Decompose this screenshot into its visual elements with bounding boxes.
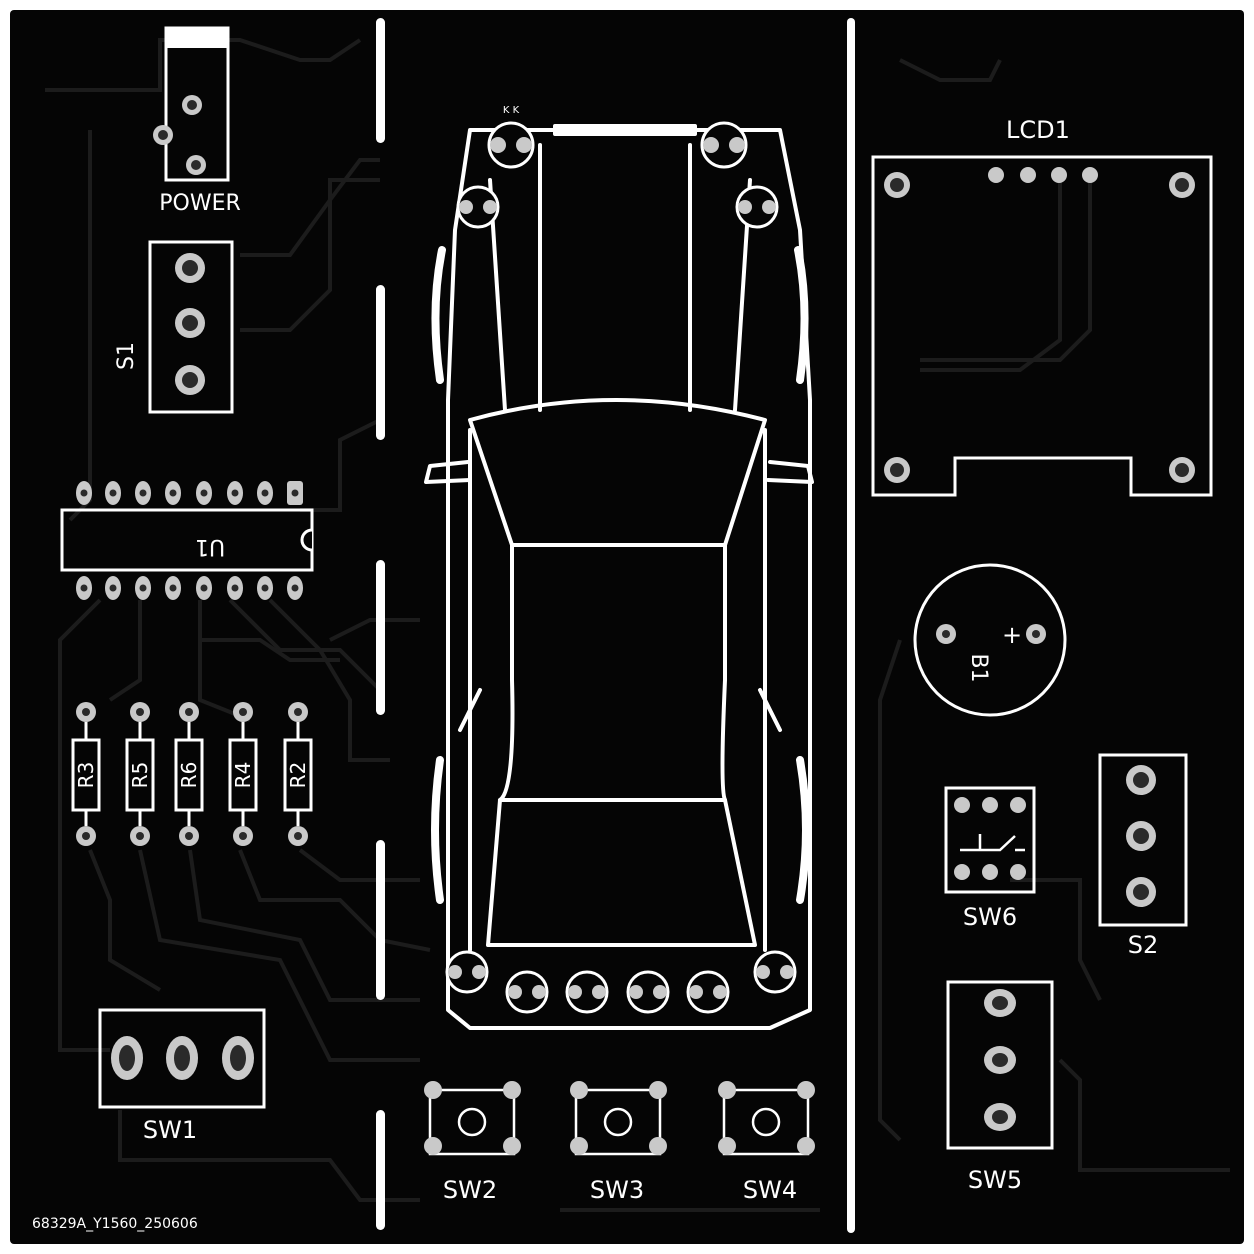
led-rear-6	[753, 950, 797, 994]
lane-markings	[376, 18, 855, 1233]
sw6-switch: SW6	[944, 786, 1036, 931]
led-rear-2	[505, 970, 549, 1014]
pcb-substrate	[10, 10, 1244, 1244]
u1-chip: U1	[60, 481, 314, 600]
led-rear-1	[445, 950, 489, 994]
sw2-button: SW2	[424, 1081, 521, 1204]
sw1-switch: SW1	[98, 1008, 266, 1144]
sw2-label: SW2	[443, 1176, 497, 1204]
b1-buzzer: + B1	[913, 563, 1067, 717]
resistor-r5: R5	[125, 702, 155, 846]
s2-label: S2	[1128, 931, 1159, 959]
led-rear-5	[686, 970, 730, 1014]
r3-label: R3	[74, 762, 98, 789]
r5-label: R5	[128, 762, 152, 789]
s1-label: S1	[114, 342, 139, 370]
b1-plus: +	[1002, 621, 1022, 649]
board-code: 68329A_Y1560_250606	[32, 1216, 198, 1232]
resistor-r3: R3	[71, 702, 101, 846]
power-connector: POWER	[153, 26, 241, 216]
led-front-right	[700, 121, 748, 169]
resistor-r2: R2	[283, 702, 313, 846]
r2-label: R2	[286, 762, 310, 789]
sw3-label: SW3	[590, 1176, 644, 1204]
led-rear-4	[626, 970, 670, 1014]
b1-label: B1	[966, 653, 991, 682]
led-rear-3	[565, 970, 609, 1014]
svg-text:K K: K K	[503, 105, 520, 116]
sw5-label: SW5	[968, 1166, 1022, 1194]
resistor-r4: R4	[228, 702, 258, 846]
sw5-switch: SW5	[946, 980, 1054, 1194]
s2-switch: S2	[1098, 753, 1188, 959]
led-front-left-inner	[456, 185, 500, 229]
car-leds: K K	[445, 105, 797, 1014]
r4-label: R4	[231, 762, 255, 789]
resistors: R3 R5 R6 R4	[71, 702, 313, 846]
sw4-label: SW4	[743, 1176, 797, 1204]
power-label: POWER	[159, 191, 241, 216]
r6-label: R6	[177, 762, 201, 789]
car-outline	[424, 124, 814, 1030]
s1-switch: S1	[114, 240, 234, 414]
lcd1-module: LCD1	[871, 116, 1213, 497]
lcd1-label: LCD1	[1006, 116, 1070, 144]
led-front-right-inner	[735, 185, 779, 229]
led-front-left: K K	[487, 105, 535, 169]
u1-label: U1	[195, 534, 225, 559]
sw6-label: SW6	[963, 903, 1017, 931]
resistor-r6: R6	[174, 702, 204, 846]
sw3-button: SW3	[570, 1081, 667, 1204]
sw1-label: SW1	[143, 1116, 197, 1144]
sw4-button: SW4	[718, 1081, 815, 1204]
